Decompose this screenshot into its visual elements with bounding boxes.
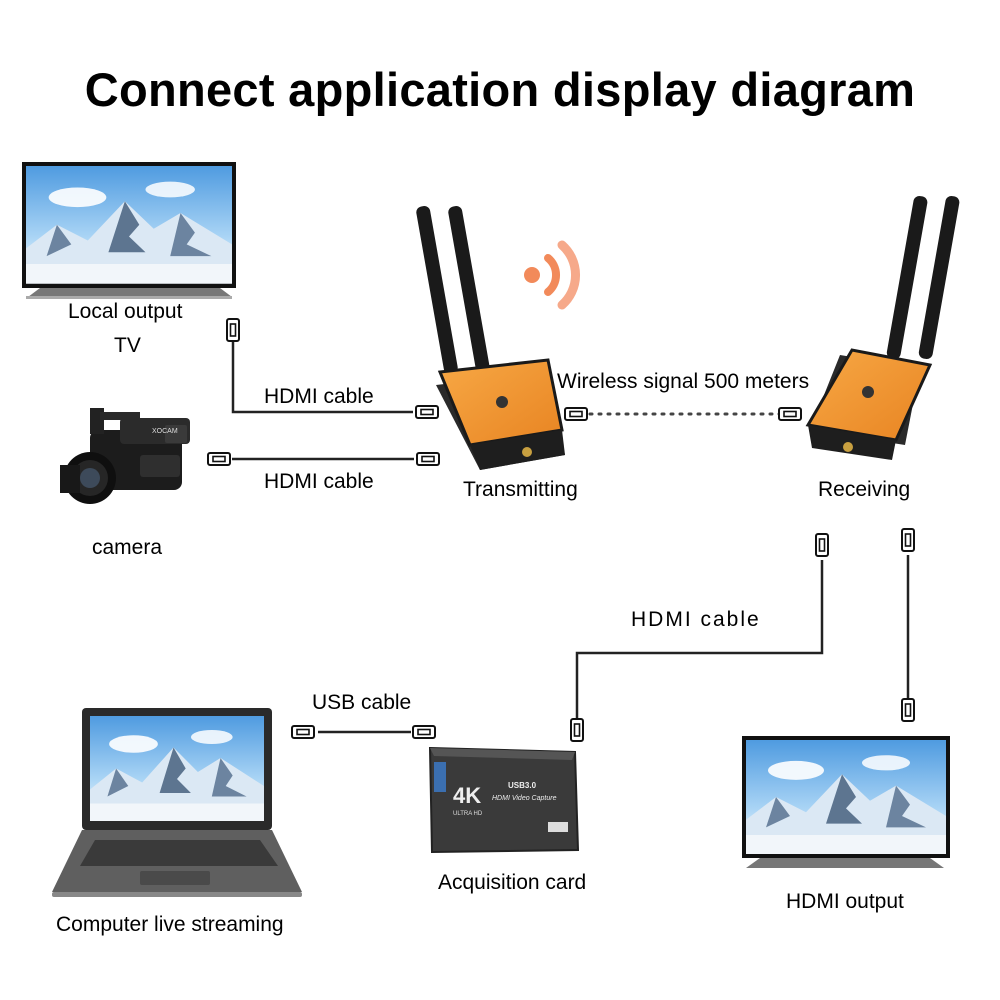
- laptop-usb-plug-icon: [291, 725, 315, 739]
- rx-hdmi-plug-icon-1: [815, 533, 829, 557]
- camera-label: camera: [92, 536, 163, 559]
- acquisition-card-label: Acquisition card: [438, 871, 587, 894]
- wireless-signal-label: Wireless signal 500 meters: [557, 370, 810, 393]
- tx-hdmi-plug-icon-1: [415, 405, 439, 419]
- hdmi-output-label: HDMI output: [786, 890, 904, 913]
- local-tv-label-line2: TV: [114, 334, 141, 357]
- hdmi-cable-tv-line: [231, 342, 413, 414]
- local-tv-label: Local output: [68, 300, 183, 323]
- computer-label: Computer live streaming: [56, 913, 284, 936]
- hdmi-output-monitor-icon: [742, 736, 950, 868]
- hdmi-cable-rx-line: [575, 560, 824, 718]
- monitor-hdmi-plug-icon: [901, 698, 915, 722]
- camera-hdmi-plug-icon: [207, 452, 231, 466]
- rx-hdmi-plug-icon-2: [901, 528, 915, 552]
- hdmi-cable-tv-label: HDMI cable: [264, 385, 374, 408]
- card-usb-text: USB3.0: [508, 781, 537, 790]
- diagram-title: Connect application display diagram: [84, 63, 916, 116]
- tv-hdmi-plug-icon: [226, 318, 240, 342]
- camera-brand: XOCAM: [152, 428, 178, 435]
- card-usb-plug-icon: [412, 725, 436, 739]
- transmitting-label: Transmitting: [463, 478, 578, 501]
- card-hdmi-plug-icon: [570, 718, 584, 742]
- tx-hdmi-plug-icon-2: [416, 452, 440, 466]
- receiving-label: Receiving: [818, 478, 911, 501]
- card-capture-text: HDMI Video Capture: [492, 795, 557, 802]
- card-4k-text: 4K: [453, 783, 481, 808]
- camera-icon: XOCAM: [60, 408, 190, 504]
- hdmi-cable-rx-label: HDMI cable: [631, 608, 761, 631]
- card-ultrahd-text: ULTRA HD: [453, 811, 483, 817]
- hdmi-cable-camera-label: HDMI cable: [264, 470, 374, 493]
- transmitter-icon: [416, 206, 565, 470]
- acquisition-card-icon: 4K ULTRA HD USB3.0 HDMI Video Capture: [428, 746, 580, 854]
- wireless-signal-icon: [524, 240, 580, 310]
- laptop-icon: [52, 708, 302, 897]
- local-tv-icon: [22, 162, 236, 299]
- usb-cable-label: USB cable: [312, 691, 412, 714]
- tx-wireless-plug-icon: [564, 407, 588, 421]
- rx-wireless-plug-icon: [778, 407, 802, 421]
- receiver-icon: [805, 195, 960, 460]
